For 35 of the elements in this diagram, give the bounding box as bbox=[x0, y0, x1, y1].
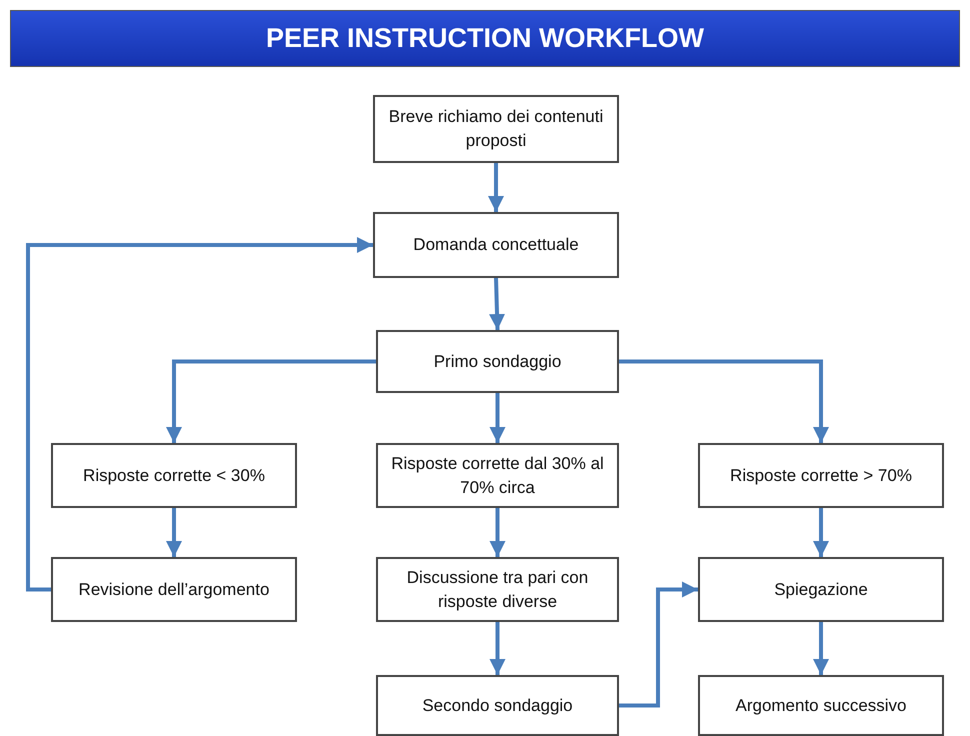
arrow bbox=[166, 508, 182, 557]
box-label: Spiegazione bbox=[773, 578, 869, 600]
arrow bbox=[489, 278, 506, 330]
arrow bbox=[166, 360, 376, 443]
box-label: Argomento successivo bbox=[734, 694, 908, 716]
process-box bbox=[698, 443, 944, 508]
process-box bbox=[51, 557, 297, 622]
box-label: Discussione tra pari con risposte diverse bbox=[406, 566, 590, 612]
box-label: Revisione dell’argomento bbox=[78, 578, 270, 600]
process-box bbox=[376, 443, 619, 508]
process-box bbox=[698, 675, 944, 736]
box-label: Risposte corrette > 70% bbox=[729, 464, 913, 486]
arrow bbox=[490, 393, 506, 443]
process-box bbox=[51, 443, 297, 508]
box-label: Domanda concettuale bbox=[412, 234, 580, 256]
box-label: Breve richiamo dei contenuti proposti bbox=[388, 106, 604, 152]
process-box bbox=[376, 557, 619, 622]
arrow bbox=[619, 360, 829, 443]
arrow bbox=[813, 622, 829, 675]
arrow bbox=[26, 237, 373, 592]
arrow bbox=[619, 582, 698, 708]
box-label: Secondo sondaggio bbox=[421, 694, 574, 716]
process-box bbox=[376, 330, 619, 393]
box-label: Primo sondaggio bbox=[432, 350, 562, 372]
box-label: Risposte corrette < 30% bbox=[82, 464, 266, 486]
process-box bbox=[698, 557, 944, 622]
process-box bbox=[376, 675, 619, 736]
process-box bbox=[373, 212, 619, 278]
process-box bbox=[373, 95, 619, 163]
arrow bbox=[490, 508, 506, 557]
arrow bbox=[490, 622, 506, 675]
arrow bbox=[813, 508, 829, 557]
title-banner: PEER INSTRUCTION WORKFLOW bbox=[10, 10, 960, 67]
arrow bbox=[488, 163, 504, 212]
box-label: Risposte corrette dal 30% al 70% circa bbox=[390, 452, 605, 498]
